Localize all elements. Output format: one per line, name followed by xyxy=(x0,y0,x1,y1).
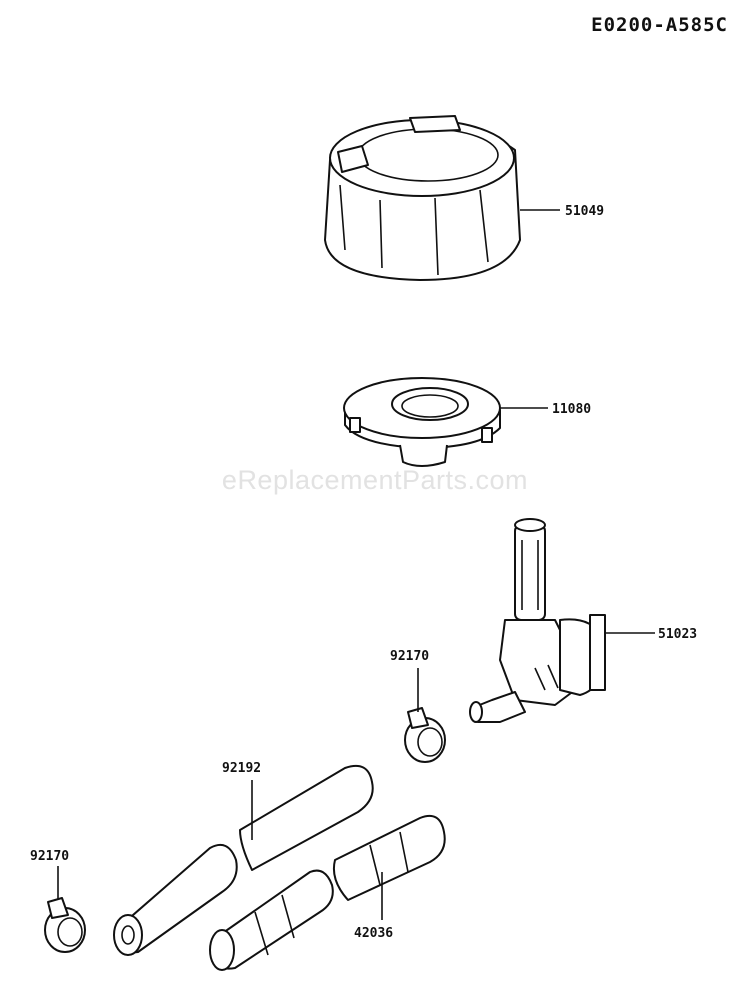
fuel-cock[interactable] xyxy=(469,518,606,723)
part-label-92170-upper[interactable]: 92170 xyxy=(390,649,429,664)
fuel-tube[interactable] xyxy=(209,814,446,971)
diagram-code: E0200-A585C xyxy=(591,14,728,36)
part-label-51049[interactable]: 51049 xyxy=(565,204,604,219)
fuel-strainer[interactable] xyxy=(343,377,501,467)
part-label-92170-lower[interactable]: 92170 xyxy=(30,849,69,864)
fuel-hose[interactable] xyxy=(113,764,374,956)
part-label-92192[interactable]: 92192 xyxy=(222,761,261,776)
part-label-51023[interactable]: 51023 xyxy=(658,627,697,642)
hose-clamp-upper[interactable] xyxy=(404,707,446,763)
hose-clamp-lower[interactable] xyxy=(44,897,86,953)
watermark: eReplacementParts.com xyxy=(221,465,529,495)
fuel-cap[interactable] xyxy=(324,115,521,281)
part-label-42036[interactable]: 42036 xyxy=(354,926,393,941)
part-label-11080[interactable]: 11080 xyxy=(552,402,591,417)
